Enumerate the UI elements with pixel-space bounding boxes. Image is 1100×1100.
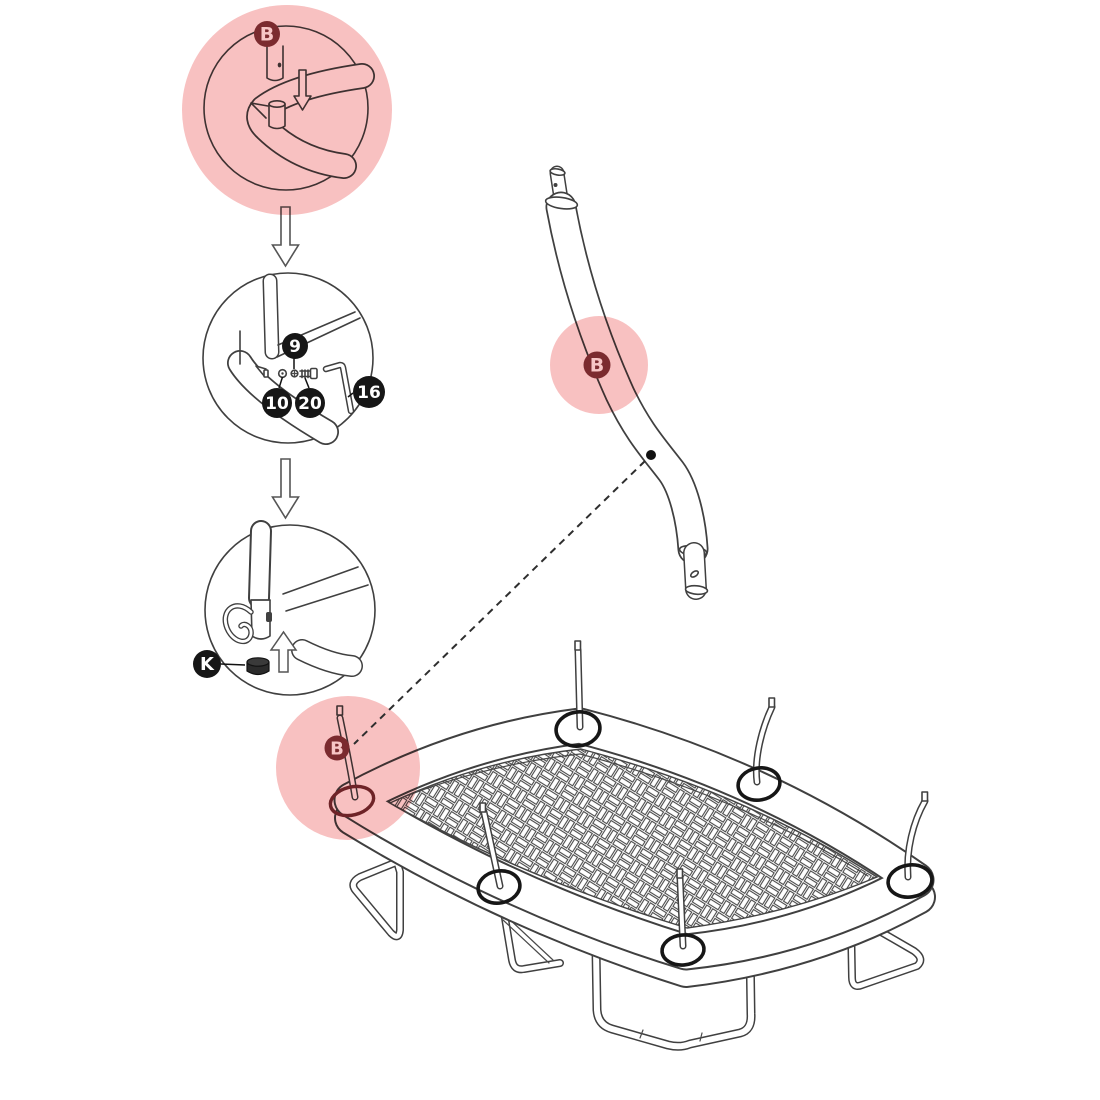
badge-9 [282,333,308,359]
pole-pin-hole [553,183,558,187]
cap-insert-arrow [269,630,298,673]
leader-k [220,663,246,666]
leader-10 [278,376,284,389]
step-flow-arrow-2 [271,458,300,520]
pole-to-corner-dashed-line [353,460,646,745]
detail-step3-end-cap: K [193,520,376,696]
part-b-badges: B B B [254,21,611,761]
socket-ellipse-bottom-corner [660,933,706,967]
end-cap-top [246,657,270,667]
badge-b-corner [324,735,350,761]
badge-9-label: 9 [289,337,301,357]
leader-16 [347,392,354,398]
pole-top-cap [549,167,566,177]
highlight-overlays [182,5,648,840]
socket-highlight-ellipses [328,710,934,967]
pin [263,369,269,378]
pole-stub-tip [676,868,684,879]
socket-ellipse-right-corner [886,863,934,899]
badge-b-corner-label: B [330,739,344,760]
step-flow-arrow-1 [271,206,300,268]
socket-ellipse-left-corner [328,784,376,818]
socket-clip [266,612,272,622]
badge-k [193,650,221,678]
bolt-threads [299,369,311,379]
pole-reference-dot [646,450,656,460]
pole-stub-tip [921,791,929,802]
highlight-step1 [182,5,392,215]
badge-20 [295,388,325,418]
trampoline-frame-assembly [333,640,936,1051]
highlight-corner [276,696,420,840]
pole-stub-tip [768,697,776,708]
detail-step2-fasten-hardware: 9 10 20 16 [202,272,385,445]
pole-bottom-end [684,584,709,596]
pole-stub-tip [479,802,487,813]
leader-20 [304,377,310,389]
socket-ellipse-top-corner [554,710,602,748]
badge-b-step1-label: B [260,24,274,46]
badge-b-pole-label: B [590,355,604,377]
bolt-head [309,367,318,380]
socket-ellipse-upper-right [736,766,782,802]
jumping-mat-mesh [388,748,879,929]
screw-slot [291,370,298,377]
washer-hole [281,372,284,375]
mat-seam-line [395,753,869,877]
badge-16-label: 16 [357,383,381,403]
enclosure-pole-part [544,165,709,600]
detail-circle-2 [202,272,374,444]
badge-20-label: 20 [298,394,322,414]
pole-stub-tip [574,640,582,651]
badge-10 [262,388,292,418]
badge-b-pole [583,351,611,379]
badge-16 [353,376,385,408]
badge-b-step1 [254,21,280,47]
pole-collar [544,196,579,210]
pole-bottom-hole [689,570,700,578]
badge-10-label: 10 [265,394,289,414]
badge-k-label: K [200,654,215,675]
center-leg-joints [639,1029,703,1042]
socket-ellipse-lower-left [476,869,522,905]
frame-edge-lines [282,566,369,612]
